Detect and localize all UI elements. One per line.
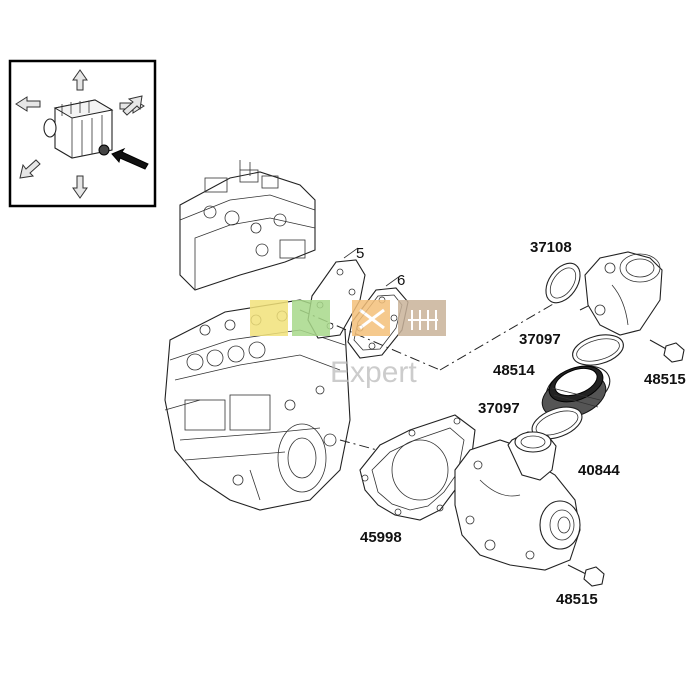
bolt-48515-upper [649, 339, 685, 363]
seal-ring-37097-lower [531, 406, 583, 440]
label-48514: 48514 [493, 362, 535, 379]
arrow-up-icon [72, 69, 88, 91]
watermark-text: Expert [330, 356, 417, 389]
label-37108: 37108 [530, 239, 572, 256]
label-40844: 40844 [578, 462, 620, 479]
black-pointer-arrow-icon [111, 147, 149, 170]
tools-icon [359, 308, 385, 330]
thermostat-housing-37108 [545, 251, 663, 336]
engine-block [164, 160, 351, 511]
arrow-down-icon [72, 175, 88, 199]
arrow-up-right-icon [122, 95, 143, 116]
label-37097-lower: 37097 [478, 400, 520, 417]
seal-ring-37097-upper [572, 334, 624, 366]
arrow-down-left-icon [19, 159, 41, 179]
locator-inset [8, 59, 157, 208]
label-48515-lower: 48515 [556, 591, 598, 608]
label-45998: 45998 [360, 529, 402, 546]
thermostat-48514 [541, 365, 611, 419]
label-5: 5 [356, 245, 364, 262]
water-pump-40844 [454, 431, 581, 571]
bolt-48515-lower [567, 564, 605, 587]
watermark: Expert [250, 300, 446, 389]
watermark-tile-1 [250, 300, 288, 336]
arrow-left-icon [15, 96, 41, 112]
label-37097-upper: 37097 [519, 331, 561, 348]
watermark-tile-4 [398, 300, 446, 336]
label-48515-upper: 48515 [644, 371, 686, 388]
fence-icon [408, 310, 438, 330]
engine-block-icon [43, 99, 114, 159]
watermark-tile-2 [292, 300, 330, 336]
label-6: 6 [397, 272, 405, 289]
